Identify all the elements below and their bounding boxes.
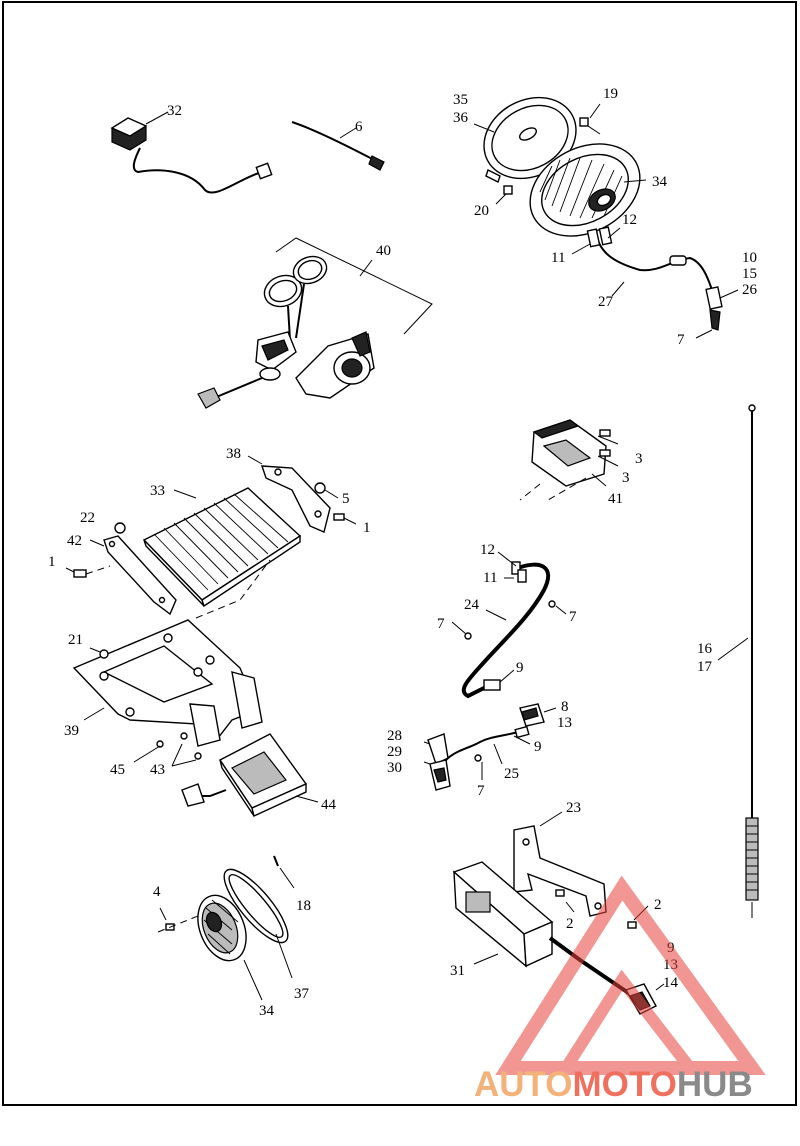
callout-3-upper: 3	[635, 451, 643, 467]
callout-7-right: 7	[569, 609, 577, 625]
callout-35: 35	[453, 92, 468, 108]
callout-38: 38	[226, 446, 241, 462]
callout-39: 39	[64, 723, 79, 739]
callout-32: 32	[167, 103, 182, 119]
part-42-bracket-left	[89, 535, 177, 616]
callout-43: 43	[150, 762, 165, 778]
part-4-screw	[157, 907, 199, 933]
part-40-headset-kit	[197, 237, 433, 409]
watermark-logo	[495, 875, 766, 1075]
callout-41: 41	[608, 491, 623, 507]
part-19-screw	[579, 103, 601, 135]
callout-40: 40	[376, 243, 391, 259]
diagram-frame	[2, 1, 797, 1106]
callout-36: 36	[453, 110, 469, 126]
callout-34-upper: 34	[652, 174, 668, 190]
callout-13-middle: 13	[557, 715, 572, 731]
callout-27: 27	[598, 294, 614, 310]
part-34-speaker-upper	[529, 143, 647, 237]
callout-8: 8	[561, 699, 569, 715]
callout-5: 5	[342, 491, 350, 507]
callout-19: 19	[603, 86, 618, 102]
watermark-moto: MOTO	[573, 1065, 677, 1104]
watermark-text: AUTOMOTOHUB	[474, 1065, 753, 1104]
part-6-cable-tie	[291, 121, 385, 171]
part-38-bracket-right	[247, 455, 331, 533]
callout-28: 28	[387, 728, 402, 744]
callout-24: 24	[464, 597, 480, 613]
part-32-gps-antenna	[110, 111, 273, 194]
callout-7-lower: 7	[477, 783, 485, 799]
part-25-harness	[423, 725, 531, 791]
callout-6: 6	[355, 119, 363, 135]
callout-33: 33	[150, 483, 165, 499]
part-27-speaker-harness	[571, 226, 739, 339]
callout-3-lower: 3	[622, 470, 630, 486]
part-18-screw	[273, 855, 295, 889]
part-34-speaker-lower	[197, 894, 263, 1001]
callout-29: 29	[387, 744, 402, 760]
callout-17: 17	[697, 659, 713, 675]
callout-7-upper: 7	[677, 332, 685, 348]
callout-34-lower: 34	[259, 1003, 275, 1019]
callout-37: 37	[294, 986, 310, 1002]
callout-16: 16	[697, 641, 713, 657]
callout-30: 30	[387, 760, 402, 776]
part-23-module-bracket	[513, 811, 649, 929]
callout-22: 22	[80, 510, 95, 526]
callout-1-right: 1	[363, 520, 371, 536]
callout-18: 18	[296, 898, 311, 914]
callout-1-left: 1	[48, 554, 56, 570]
part-16-antenna-mast	[717, 404, 759, 918]
fasteners-1-5-22	[65, 482, 357, 578]
part-33-amplifier	[142, 487, 302, 608]
watermark-triangle-inner	[560, 969, 695, 1072]
callout-45: 45	[110, 762, 125, 778]
callout-2-left: 2	[566, 916, 574, 932]
part-39-mounting-tray	[72, 559, 271, 747]
callout-9-middle: 9	[534, 739, 542, 755]
callout-23: 23	[566, 800, 581, 816]
callout-2-right: 2	[654, 897, 662, 913]
part-20-screw	[495, 185, 513, 205]
callout-9-upper: 9	[516, 660, 524, 676]
callout-44: 44	[321, 797, 337, 813]
part-41-radio-module	[519, 419, 619, 501]
callout-11-middle: 11	[483, 570, 497, 586]
callout-26: 26	[742, 282, 758, 298]
callout-14: 14	[663, 975, 679, 991]
part-24-harness	[451, 551, 567, 699]
part-37-speaker-grille	[223, 868, 293, 979]
callout-31: 31	[450, 963, 465, 979]
watermark-hub: HUB	[677, 1065, 753, 1104]
callout-11-upper: 11	[551, 250, 565, 266]
callout-12-upper: 12	[622, 212, 637, 228]
callout-42: 42	[67, 533, 82, 549]
part-8-connector	[519, 703, 557, 727]
callout-12-middle: 12	[480, 542, 495, 558]
part-44-interface-module	[133, 732, 319, 817]
callout-4: 4	[153, 884, 161, 900]
callout-10: 10	[742, 250, 757, 266]
part-35-speaker-adapter	[473, 96, 577, 183]
callout-21: 21	[68, 632, 83, 648]
callout-25: 25	[504, 766, 519, 782]
watermark-triangle-outer	[495, 875, 766, 1075]
callout-20: 20	[474, 203, 489, 219]
callout-7-left: 7	[437, 616, 445, 632]
callout-15: 15	[742, 266, 757, 282]
watermark-auto: AUTO	[474, 1065, 573, 1104]
